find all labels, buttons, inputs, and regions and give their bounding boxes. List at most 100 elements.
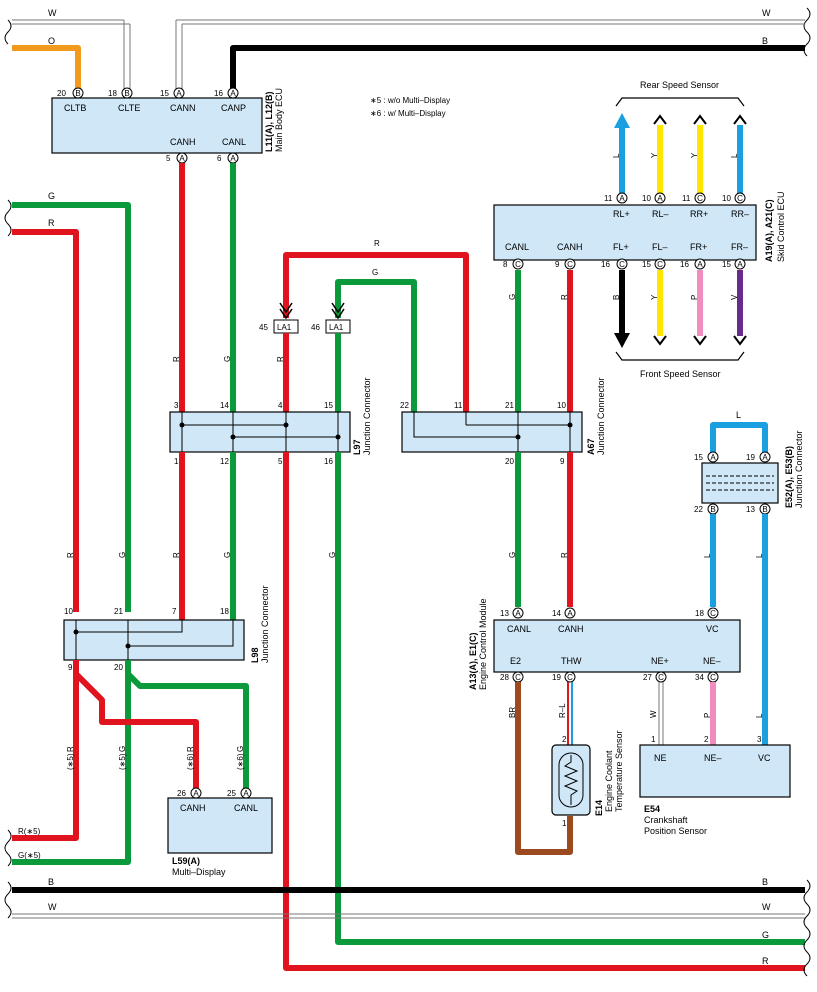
svg-text:A19(A), A21(C): A19(A), A21(C) [764, 199, 774, 262]
svg-text:Y: Y [690, 152, 699, 158]
svg-text:7: 7 [172, 607, 177, 616]
svg-text:16: 16 [680, 260, 689, 269]
wire-g-left [12, 202, 131, 612]
svg-text:9: 9 [68, 663, 73, 672]
svg-text:10: 10 [64, 607, 73, 616]
svg-text:G: G [223, 356, 232, 362]
svg-text:L: L [703, 553, 712, 558]
svg-text:G: G [762, 930, 769, 940]
pin-20-b: B [72, 87, 84, 99]
pin-15-a: A [173, 87, 185, 99]
main-body-ecu-name: Main Body ECU [274, 88, 284, 152]
svg-text:A: A [762, 453, 768, 462]
svg-text:CANL: CANL [505, 242, 529, 252]
svg-text:LA1: LA1 [277, 323, 292, 332]
svg-text:G: G [118, 552, 127, 558]
svg-text:45: 45 [259, 323, 268, 332]
svg-text:CANL: CANL [234, 803, 258, 813]
svg-text:28: 28 [500, 673, 509, 682]
svg-text:G: G [372, 268, 378, 277]
svg-text:G(∗5): G(∗5) [18, 851, 41, 860]
svg-text:13: 13 [746, 505, 755, 514]
svg-text:C: C [567, 673, 573, 682]
svg-text:C: C [710, 609, 716, 618]
svg-text:19: 19 [552, 673, 561, 682]
svg-text:CANL: CANL [222, 137, 246, 147]
svg-text:14: 14 [552, 609, 561, 618]
svg-text:CLTB: CLTB [64, 103, 86, 113]
svg-text:Multi–Display: Multi–Display [172, 867, 226, 877]
svg-text:16: 16 [601, 260, 610, 269]
svg-text:Y: Y [650, 294, 659, 300]
svg-text:C: C [515, 673, 521, 682]
svg-text:G: G [236, 746, 245, 752]
svg-text:E14: E14 [594, 800, 604, 816]
svg-text:(∗5): (∗5) [118, 753, 127, 770]
bus-label-w-top-right: W [762, 8, 771, 18]
svg-text:C: C [697, 194, 703, 203]
pin-18-b: B [121, 87, 133, 99]
svg-text:W: W [649, 710, 658, 718]
svg-text:27: 27 [643, 673, 652, 682]
svg-text:R–L: R–L [558, 703, 567, 718]
svg-text:NE–: NE– [704, 753, 722, 763]
svg-text:11: 11 [454, 401, 463, 410]
svg-text:3: 3 [757, 735, 762, 744]
svg-text:3: 3 [174, 401, 179, 410]
svg-text:CANL: CANL [507, 624, 531, 634]
e14-name: Engine CoolantTemperature Sensor [604, 730, 624, 812]
svg-text:A: A [230, 89, 236, 98]
svg-text:NE: NE [654, 753, 667, 763]
svg-text:C: C [567, 260, 573, 269]
l97-junction-connector: 3 14 4 15 1 12 5 16 L97 Junction Connect… [169, 377, 372, 466]
svg-text:18: 18 [108, 89, 117, 98]
wire-r-left [12, 229, 79, 612]
svg-text:Junction Connector: Junction Connector [362, 377, 372, 455]
svg-text:P: P [703, 713, 712, 718]
svg-text:C: C [737, 194, 743, 203]
bus-label-w-top-left: W [48, 8, 57, 18]
svg-text:L: L [612, 153, 621, 158]
svg-text:R: R [374, 239, 380, 248]
svg-text:G: G [508, 294, 517, 300]
svg-text:6: 6 [217, 154, 222, 163]
svg-text:G: G [328, 552, 337, 558]
svg-text:E52(A), E53(B): E52(A), E53(B) [784, 446, 794, 508]
svg-text:Junction Connector: Junction Connector [260, 585, 270, 663]
a67-junction-connector: 22 11 21 10 20 9 A67 Junction Connector [400, 377, 606, 466]
svg-text:L98: L98 [250, 647, 260, 663]
svg-text:A: A [176, 89, 182, 98]
bus-label-o: O [48, 36, 55, 46]
svg-text:20: 20 [57, 89, 66, 98]
svg-text:21: 21 [505, 401, 514, 410]
svg-text:1: 1 [651, 735, 656, 744]
svg-text:1: 1 [174, 457, 179, 466]
svg-text:A: A [243, 789, 249, 798]
svg-text:R(∗5): R(∗5) [18, 827, 41, 836]
svg-text:R: R [172, 552, 181, 558]
svg-text:L97: L97 [352, 439, 362, 455]
svg-text:11: 11 [604, 194, 613, 203]
svg-text:R: R [762, 956, 769, 966]
svg-text:Y: Y [650, 152, 659, 158]
svg-text:B: B [612, 295, 621, 300]
svg-text:B: B [762, 877, 768, 887]
svg-text:A13(A), E1(C): A13(A), E1(C) [468, 632, 478, 690]
svg-text:G: G [48, 191, 55, 201]
svg-text:22: 22 [694, 505, 703, 514]
note-1: ∗5 : w/o Multi–Display [370, 96, 450, 105]
svg-text:16: 16 [324, 457, 333, 466]
svg-text:V: V [730, 294, 739, 300]
svg-text:22: 22 [400, 401, 409, 410]
svg-text:Junction Connector: Junction Connector [794, 430, 804, 508]
svg-text:W: W [762, 902, 771, 912]
svg-text:25: 25 [227, 789, 236, 798]
main-body-ecu-code: L11(A), L12(B) [264, 91, 274, 152]
svg-text:G: G [223, 552, 232, 558]
svg-text:RL–: RL– [652, 209, 669, 219]
svg-text:Junction Connector: Junction Connector [596, 377, 606, 455]
svg-text:21: 21 [114, 607, 123, 616]
svg-text:A67: A67 [586, 438, 596, 455]
svg-text:A: A [657, 194, 663, 203]
svg-text:CLTE: CLTE [118, 103, 140, 113]
